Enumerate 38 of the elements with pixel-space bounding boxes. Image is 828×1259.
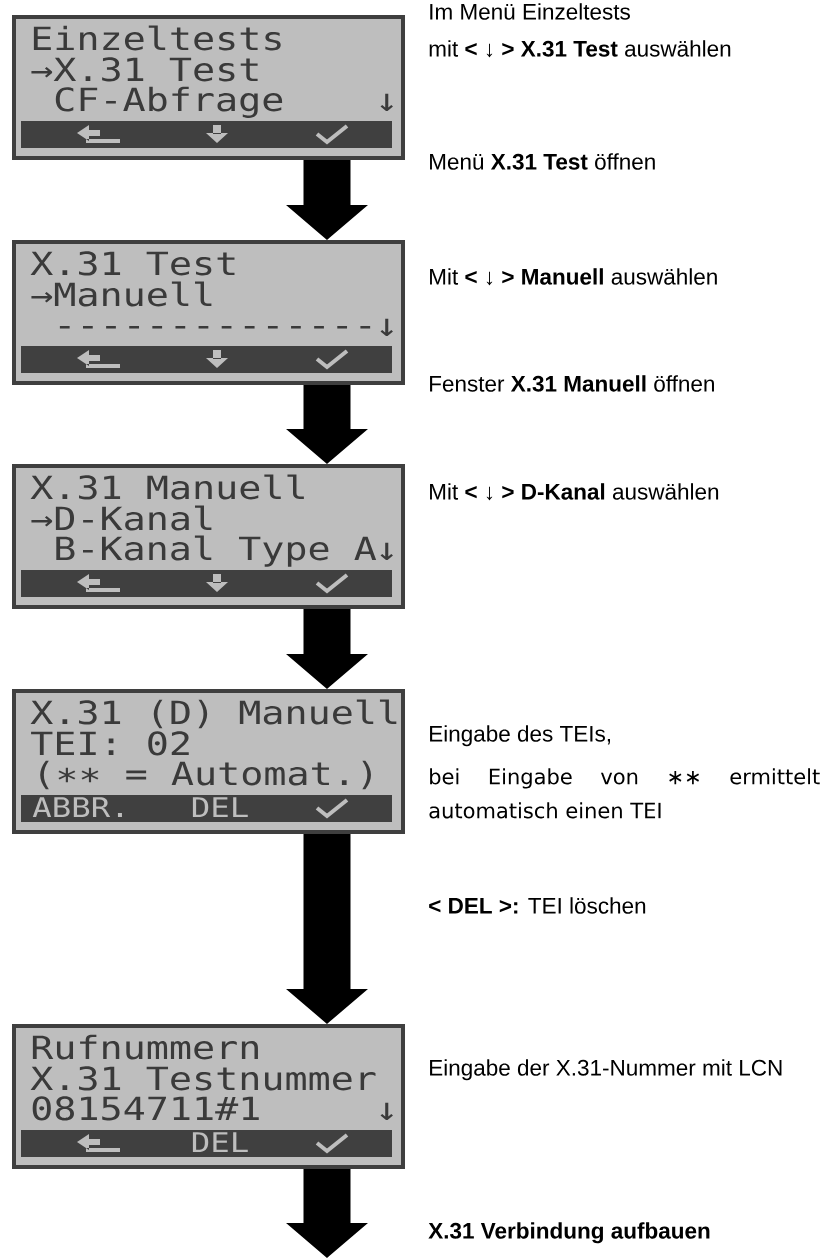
screen-text: (∗∗ = Automat.): [40, 760, 371, 790]
screen-text: TEI: 02: [31, 731, 189, 756]
lcd-screen: [12, 689, 405, 834]
lcd-screen: [12, 1024, 405, 1169]
screen-text: →X.31 Test: [31, 57, 258, 82]
screen-text: →D-Kanal: [31, 505, 212, 531]
softkey-label: DEL: [192, 797, 248, 817]
instruction-text: bei Eingabe von ∗∗ ermittelt automatisch einen TEI: [429, 768, 820, 819]
instruction-text: Eingabe des TEIs,: [430, 725, 610, 747]
instruction-text: Fenster X.31 Manuell öffnen: [430, 375, 714, 392]
screen-text: X.31 (D) Manuell: [30, 699, 397, 729]
lcd-screen: [12, 240, 405, 385]
screen-text: ↓: [380, 1102, 393, 1120]
instruction-text: X.31 Verbindung aufbauen: [428, 1222, 710, 1244]
screen-text: Einzeltests: [33, 25, 281, 51]
screen-text: ↓: [380, 93, 393, 111]
instruction-text: Mit < ↓ > D-Kanal auswählen: [430, 483, 719, 501]
instruction-text: Im Menü Einzeltests: [430, 3, 630, 20]
screen-text: X.31 Manuell: [30, 474, 304, 500]
screen-text: B-Kanal Type A: [56, 535, 377, 567]
instruction-text: < DEL >: TEI löschen: [429, 897, 646, 914]
screen-text: CF-Abfrage: [55, 86, 283, 118]
instruction-text: Eingabe der X.31-Nummer mit LCN: [430, 1059, 782, 1081]
softkey-label: DEL: [192, 1132, 248, 1152]
screen-text: 08154711#1: [32, 1096, 259, 1121]
instruction-text: mit < ↓ > X.31 Test auswählen: [429, 40, 731, 58]
softkey-label: ABBR.: [32, 797, 122, 817]
screen-text: X.31 Test: [30, 251, 235, 276]
lcd-screen: [12, 15, 405, 160]
screen-text: →Manuell: [31, 281, 212, 307]
screen-text: X.31 Testnummer: [30, 1066, 376, 1091]
screen-text: ↓: [380, 542, 393, 560]
screen-text: --------------: [59, 325, 371, 329]
screen-text: Rufnummern: [32, 1034, 258, 1060]
screen-text: ↓: [380, 318, 393, 336]
instruction-text: Menü X.31 Test öffnen: [430, 153, 655, 170]
instruction-text: Mit < ↓ > Manuell auswählen: [430, 268, 717, 286]
lcd-screen: [12, 464, 405, 609]
